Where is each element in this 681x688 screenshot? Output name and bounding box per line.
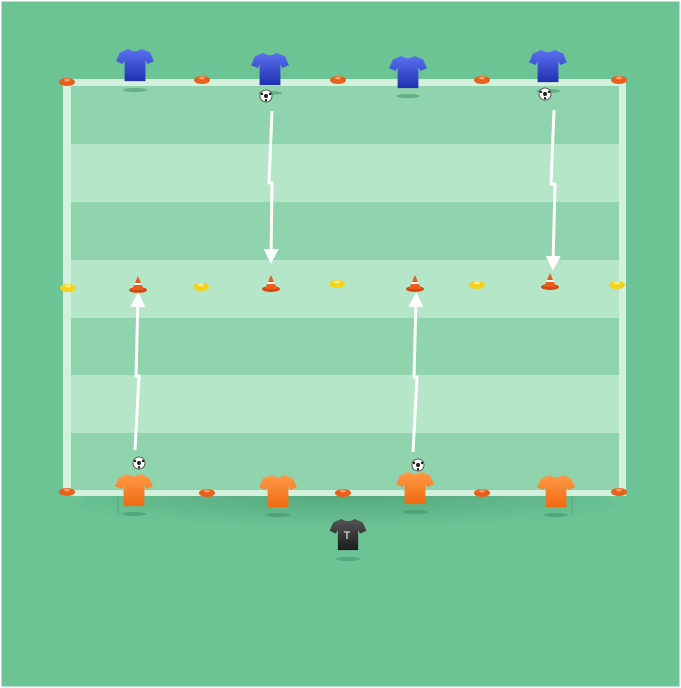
soccer-ball-icon[interactable] bbox=[412, 459, 424, 471]
coach-shirt-icon[interactable]: T bbox=[330, 519, 367, 561]
flat-cone-icon bbox=[330, 76, 346, 84]
yellow-flat-cone-icon bbox=[60, 284, 76, 292]
yellow-flat-cone-icon bbox=[193, 283, 209, 291]
yellow-flat-cone-icon bbox=[469, 281, 485, 289]
soccer-ball-icon[interactable] bbox=[539, 88, 551, 100]
flat-cone-icon bbox=[335, 489, 351, 497]
flat-cone-icon bbox=[59, 78, 75, 86]
flat-cone-icon bbox=[199, 489, 215, 497]
flat-cone-icon bbox=[611, 76, 627, 84]
soccer-ball-icon[interactable] bbox=[133, 457, 145, 469]
stripe-7 bbox=[71, 433, 619, 490]
stripe-1 bbox=[71, 86, 619, 144]
yellow-flat-cone-icon bbox=[609, 281, 625, 289]
flat-cone-icon bbox=[59, 488, 75, 496]
flat-cone-icon bbox=[474, 76, 490, 84]
flat-cone-icon bbox=[474, 489, 490, 497]
flat-cone-icon bbox=[194, 76, 210, 84]
stripe-3 bbox=[71, 202, 619, 260]
stripe-5 bbox=[71, 318, 619, 375]
coach-label: T bbox=[344, 530, 351, 542]
stripe-2 bbox=[71, 144, 619, 202]
pitch-stripes bbox=[71, 86, 619, 490]
stripe-6 bbox=[71, 375, 619, 433]
flat-cone-icon bbox=[611, 488, 627, 496]
stripe-4 bbox=[71, 260, 619, 318]
yellow-flat-cone-icon bbox=[329, 280, 345, 288]
soccer-ball-icon[interactable] bbox=[260, 90, 272, 102]
